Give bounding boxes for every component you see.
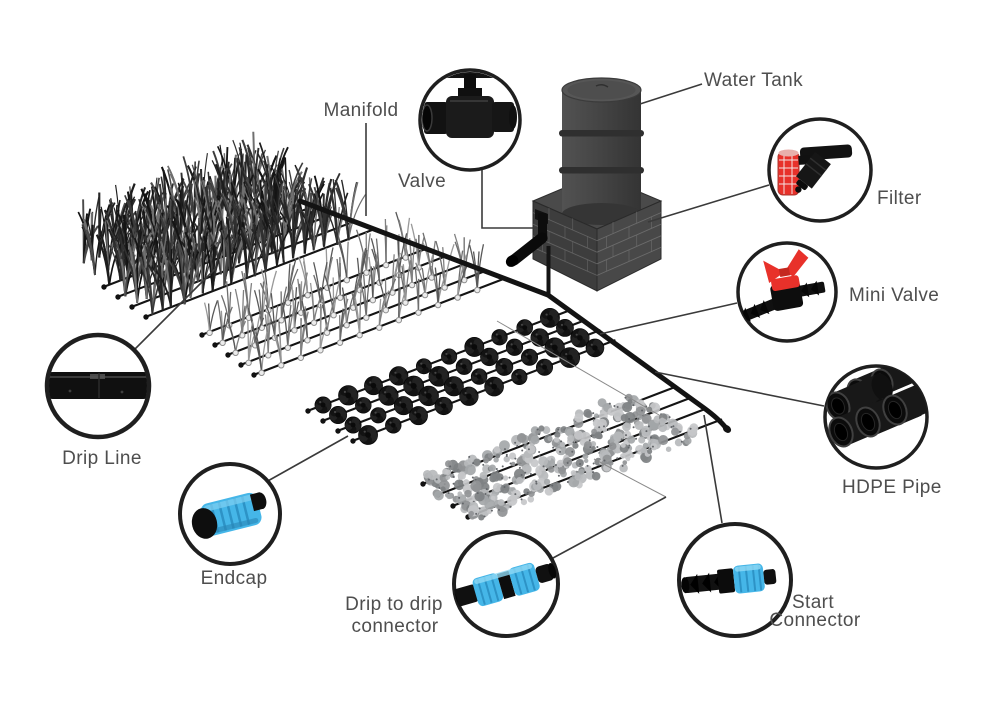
drip-line-callout [44,332,152,440]
mini-valve-handle [763,260,785,283]
endcap-label: Endcap [201,568,268,589]
endcap-callout [178,462,282,566]
start-connector-image [681,563,777,594]
start-connector-callout [677,522,793,638]
manifold-end-tip [722,425,732,433]
valve-callout [418,68,522,172]
mini-valve-callout [736,241,838,343]
hdpe-pipe-label: HDPE Pipe [842,477,942,498]
drip-to-drip-callout [452,530,560,638]
drip-to-drip-leader [552,496,667,559]
water-tank-label: Water Tank [704,70,803,91]
water-tank-leader [639,83,703,105]
tank-spigot [505,209,551,296]
field-border-line [496,320,667,420]
manifold-label: Manifold [323,100,398,121]
endcap-closed-end [191,508,218,539]
mini-valve-image [740,249,826,322]
field-border-line [593,458,667,498]
labels: Manifold Valve Water Tank Filter Mini Va… [62,70,942,637]
mini-valve-leader [599,302,738,335]
start-connector-label-line2: Connector [769,610,861,631]
leader-lines [133,83,825,559]
corn-bed [77,131,377,320]
valve-label: Valve [398,171,446,192]
endcap-image [191,492,267,539]
filter-image [777,144,853,196]
water-tank [505,77,663,296]
mini-valve-label: Mini Valve [849,285,939,306]
drip-to-drip-label-line2: connector [351,616,438,637]
drip-line-image [49,372,147,399]
drip-line-leader [133,267,217,351]
cabbage-bed [305,307,616,445]
hdpe-pipe-image [825,366,927,448]
start-connector-label-line1: Start [792,592,834,613]
hdpe-pipe-callout [823,364,929,470]
manifold-pipe [297,198,732,433]
filter-callout [767,117,873,223]
crop-field [77,131,723,521]
start-connector-leader [703,414,723,524]
hdpe-leader [654,371,825,407]
filter-leader [647,184,770,223]
onion-bed [199,211,505,378]
drip-line-label: Drip Line [62,448,142,469]
tank-barrel [559,77,644,225]
drip-to-drip-image [454,562,557,608]
endcap-leader [265,435,349,483]
filter-label: Filter [877,188,922,209]
drip-to-drip-label-line1: Drip to drip [345,594,443,615]
leafy-bed [420,385,723,521]
valve-leader [481,168,537,229]
